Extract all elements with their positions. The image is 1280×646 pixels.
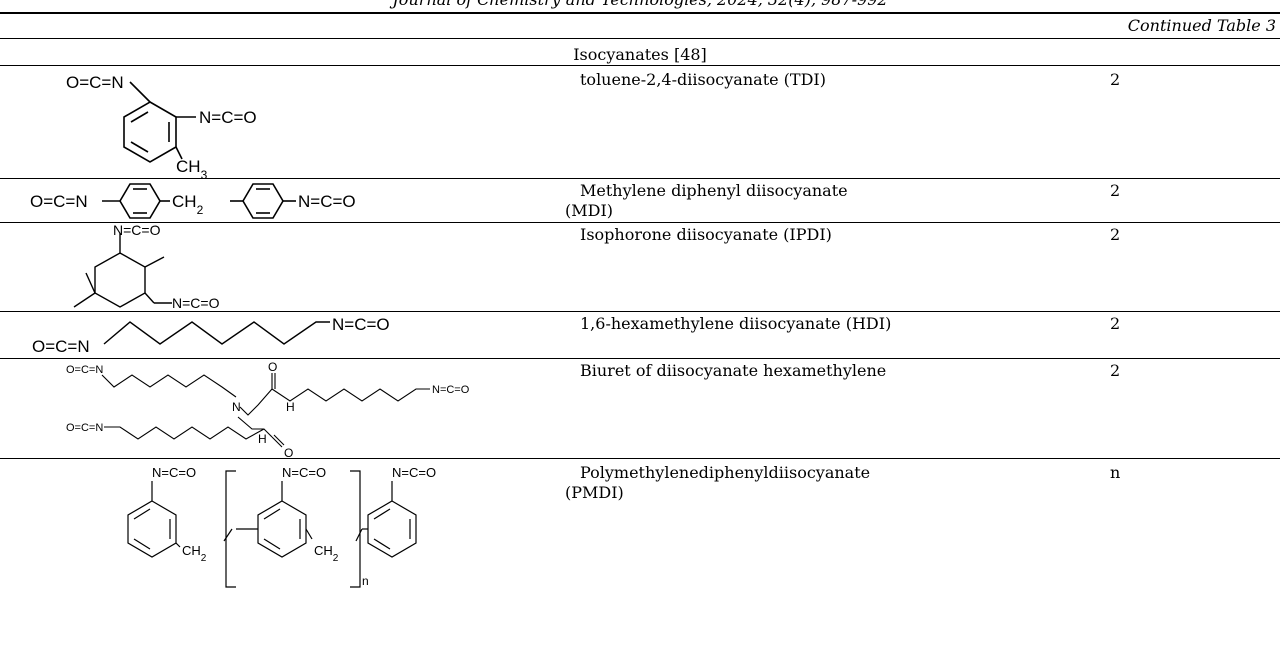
functionality-ipdi: 2 [1110,225,1121,244]
compound-name-ipdi: Isophorone diisocyanate (IPDI) [580,225,832,244]
label-nco-left: O=C=N [32,337,90,356]
structure-tdi: O=C=N N=C=O CH3 [66,73,257,178]
label-nco-right: N=C=O [332,315,390,334]
label-nco-1: O=C=N [66,364,103,376]
label-nco-3: N=C=O [392,465,436,480]
label-nco-right: N=C=O [298,192,356,211]
page-header: Journal of Chemistry and Technologies, 2… [0,0,1280,9]
label-nco-3: N=C=O [432,384,470,396]
label-o-2: O [284,446,293,458]
label-ch2-2: CH2 [314,543,339,564]
label-nco-right: N=C=O [199,108,257,127]
functionality-pmdi: n [1110,463,1121,482]
rule-header [0,38,1280,39]
table-row-mdi: O=C=N CH2 N=C=O Methylene diphenyl diiso… [0,179,1280,222]
label-nco-left: O=C=N [30,192,88,211]
table-row-ipdi: N=C=O N=C=O Isophorone diisocyanate (IPD… [0,223,1280,311]
compound-name-hdi: 1,6-hexamethylene diisocyanate (HDI) [580,314,892,333]
rule-row-1 [0,178,1280,179]
label-nco-top: N=C=O [113,223,161,238]
structure-hdi: O=C=N N=C=O [32,315,390,356]
compound-name-biuret: Biuret of diisocyanate hexamethylene [580,361,887,380]
functionality-mdi: 2 [1110,181,1121,200]
structure-ipdi: N=C=O N=C=O [73,223,220,311]
rule-row-5 [0,458,1280,459]
structure-mdi: O=C=N CH2 N=C=O [30,183,356,219]
rule-section [0,65,1280,66]
compound-name-pmdi: Polymethylenediphenyldiisocyanate(PMDI) [565,463,871,502]
label-nco-2: O=C=N [66,422,103,434]
table-row-pmdi: N=C=O CH2 N=C=O CH2 n N=C=O Polymethylen… [0,459,1280,589]
rule-row-3 [0,311,1280,312]
compound-name-mdi: Methylene diphenyl diisocyanate(MDI) [565,181,848,220]
functionality-tdi: 2 [1110,70,1121,89]
structure-pmdi: N=C=O CH2 N=C=O CH2 n N=C=O [127,465,436,588]
label-n: N [232,400,241,414]
label-subscript-n: n [362,574,369,588]
label-h-1: H [286,400,295,414]
label-nco-bottom: N=C=O [172,295,220,311]
table-row-biuret: O=C=N N O H N=C=O O=C=N H O Biuret of di… [0,359,1280,458]
section-title: Isocyanates [48] [573,45,707,64]
table-row-hdi: O=C=N N=C=O 1,6-hexamethylene diisocyana… [0,312,1280,358]
label-o-1: O [268,360,277,374]
structure-biuret: O=C=N N O H N=C=O O=C=N H O [66,360,470,458]
rule-row-2 [0,222,1280,223]
label-nco-left: O=C=N [66,73,124,92]
rule-top [0,12,1280,14]
table-row-tdi: O=C=N N=C=O CH3 toluene-2,4-diisocyanate… [0,66,1280,178]
rule-row-4 [0,358,1280,359]
label-nco-1: N=C=O [152,465,196,480]
label-ch2: CH2 [172,192,204,217]
label-nco-2: N=C=O [282,465,326,480]
compound-name-tdi: toluene-2,4-diisocyanate (TDI) [580,70,826,89]
functionality-hdi: 2 [1110,314,1121,333]
continued-label: Continued Table 3 [1127,16,1276,35]
label-h-2: H [258,432,267,446]
label-ch2-1: CH2 [182,543,207,564]
label-ch3: CH3 [176,157,208,178]
functionality-biuret: 2 [1110,361,1121,380]
